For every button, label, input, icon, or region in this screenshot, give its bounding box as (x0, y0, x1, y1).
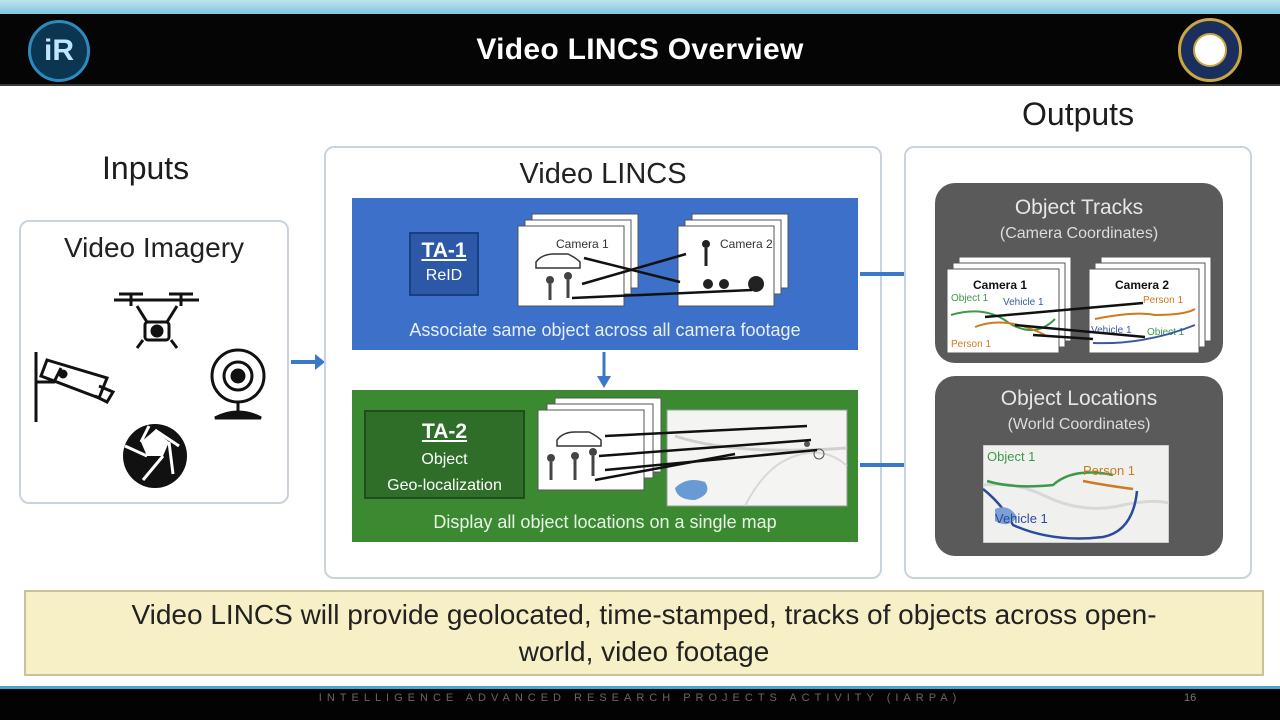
inputs-heading: Inputs (102, 150, 190, 186)
ta2-label: TA-2 (421, 420, 468, 443)
odni-seal-logo (1178, 18, 1242, 82)
arrow-ta1-to-ta2 (597, 352, 611, 388)
outputs-heading: Outputs (1022, 96, 1135, 132)
ta1-camera1-label: Camera 1 (556, 237, 609, 251)
object-tracks-frames: Camera 1 Camera 2 Object 1 Vehicle 1 Per… (946, 256, 1212, 354)
drone-icon (114, 292, 199, 349)
arrow-inputs-to-lincs (291, 354, 325, 370)
locations-vehicle1-label: Vehicle 1 (995, 511, 1048, 526)
summary-box (24, 590, 1264, 676)
tracks-person1-label-cam2: Person 1 (1143, 295, 1183, 306)
ta1-camera-frames: Camera 1 Camera 2 (517, 213, 789, 307)
ta1-label-box: TA-1 ReID (409, 232, 479, 296)
tracks-object1-label-cam2: Object 1 (1147, 327, 1185, 338)
page-number: 16 (1184, 692, 1197, 704)
ta2-label-box: TA-2 Object Geo-localization (364, 410, 525, 499)
footer-org-text: INTELLIGENCE ADVANCED RESEARCH PROJECTS … (318, 692, 962, 704)
summary-text: Video LINCS will provide geolocated, tim… (24, 596, 1264, 670)
object-tracks-title: Object Tracks (1014, 196, 1144, 219)
locations-object1-label: Object 1 (987, 449, 1035, 464)
video-imagery-title: Video Imagery (63, 232, 245, 263)
tracks-vehicle1-label-cam2: Vehicle 1 (1091, 325, 1132, 336)
summary-line-1: Video LINCS will provide geolocated, tim… (131, 599, 1157, 630)
camera-aperture-icon (123, 424, 187, 488)
ta2-caption: Display all object locations on a single… (433, 512, 777, 532)
summary-line-2: world, video footage (518, 636, 770, 667)
tracks-camera1-label: Camera 1 (973, 278, 1027, 292)
tracks-vehicle1-label-cam1: Vehicle 1 (1003, 297, 1044, 308)
ta1-label: TA-1 (421, 239, 467, 262)
ta1-camera2-label: Camera 2 (720, 237, 773, 251)
slide-title: Video LINCS Overview (476, 33, 804, 66)
tracks-object1-label-cam1: Object 1 (951, 293, 989, 304)
object-locations-subtitle: (World Coordinates) (1007, 416, 1151, 433)
iarpa-logo: iR (28, 20, 90, 82)
security-camera-icon (34, 352, 116, 422)
object-tracks-subtitle: (Camera Coordinates) (999, 225, 1159, 242)
ta2-sublabel-object: Object (421, 451, 468, 468)
locations-person1-label: Person 1 (1083, 463, 1135, 478)
top-accent-stripe (0, 0, 1280, 14)
world-coordinates-map: Object 1 Person 1 Vehicle 1 (983, 445, 1169, 543)
webcam-icon (210, 348, 266, 420)
footer-bar (0, 686, 1280, 720)
tracks-camera2-label: Camera 2 (1115, 278, 1169, 292)
tracks-person1-label-cam1: Person 1 (951, 339, 991, 350)
ta1-sublabel: ReID (425, 267, 463, 284)
object-locations-title: Object Locations (1000, 387, 1158, 410)
ta1-caption: Associate same object across all camera … (409, 320, 801, 340)
input-icons (34, 292, 266, 488)
header-bar (0, 14, 1280, 86)
ta2-sublabel-geo: Geo-localization (387, 477, 502, 494)
video-lincs-title: Video LINCS (519, 158, 687, 190)
ta2-frames-and-map (537, 397, 848, 507)
